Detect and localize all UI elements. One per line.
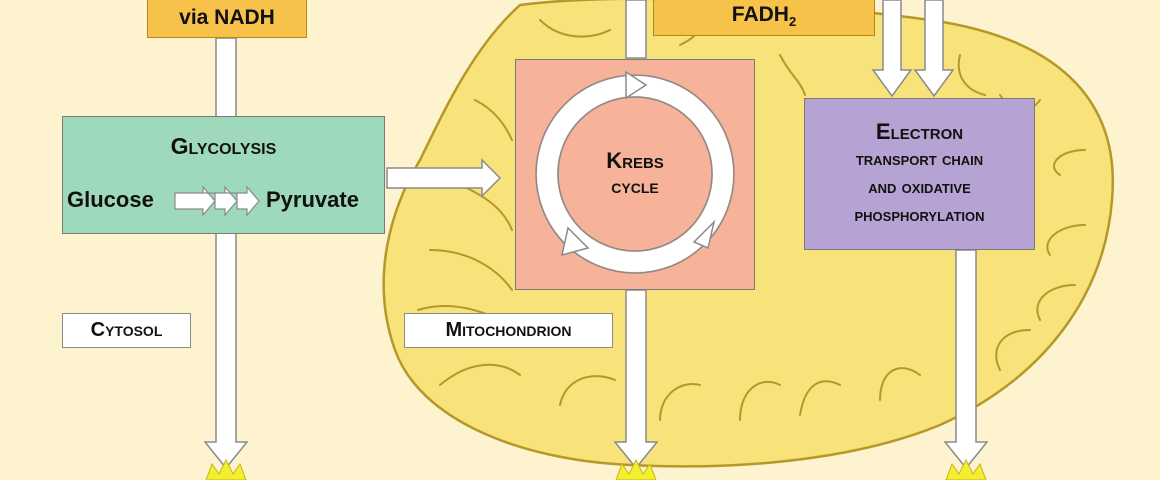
arrow-fadh2-to-etc-2 (913, 0, 955, 98)
mitochondrion-cristae (417, 19, 1086, 421)
mitochondrion-label: Mitochondrion (404, 313, 613, 348)
etc-line-3: phosphorylation (854, 205, 985, 226)
etc-title: Electron (875, 119, 964, 144)
nadh-label-text: via NADH (179, 6, 275, 29)
fadh2-label-subscript: 2 (788, 14, 797, 30)
krebs-subtitle: cycle (611, 176, 659, 198)
etc-line-1: transport chain (855, 149, 984, 170)
atp-burst-right (945, 458, 987, 480)
arrow-krebs-down (613, 289, 659, 470)
glycolysis-output: Pyruvate (266, 187, 359, 212)
cytosol-label: Cytosol (62, 313, 191, 348)
glycolysis-arrow-3 (225, 185, 260, 217)
krebs-ring-outline-inner (557, 96, 713, 252)
krebs-arrowhead-top (625, 70, 648, 100)
glycolysis-arrow-2 (203, 185, 238, 217)
arrow-pyruvate-to-krebs (386, 158, 502, 198)
fadh2-label-text: FADH (731, 3, 789, 26)
nadh-label-box: via NADH (147, 0, 307, 38)
krebs-cycle-box: Krebs cycle (515, 59, 755, 290)
glycolysis-box: Glycolysis Glucose Pyruvate (62, 116, 385, 234)
arrow-etc-down (943, 249, 989, 470)
etc-line-2: and oxidative (868, 177, 971, 198)
glycolysis-input: Glucose (67, 187, 154, 212)
atp-burst-left (205, 458, 247, 480)
arrow-krebs-top (625, 0, 647, 59)
electron-transport-chain-box: Electron transport chain and oxidative p… (804, 98, 1035, 250)
krebs-arrowhead-right (692, 219, 716, 250)
glycolysis-arrow-1 (174, 185, 216, 217)
krebs-arrowhead-left (560, 226, 590, 257)
arrow-fadh2-to-etc-1 (871, 0, 913, 98)
arrow-nadh-down (203, 37, 249, 470)
atp-burst-middle (615, 458, 657, 480)
krebs-cycle-ring (535, 70, 735, 274)
glycolysis-arrows (174, 185, 260, 217)
krebs-title: Krebs (606, 148, 664, 173)
glycolysis-title: Glycolysis (170, 133, 277, 159)
fadh2-label-box: FADH2 (653, 0, 875, 36)
krebs-ring-outline-outer (535, 74, 735, 274)
